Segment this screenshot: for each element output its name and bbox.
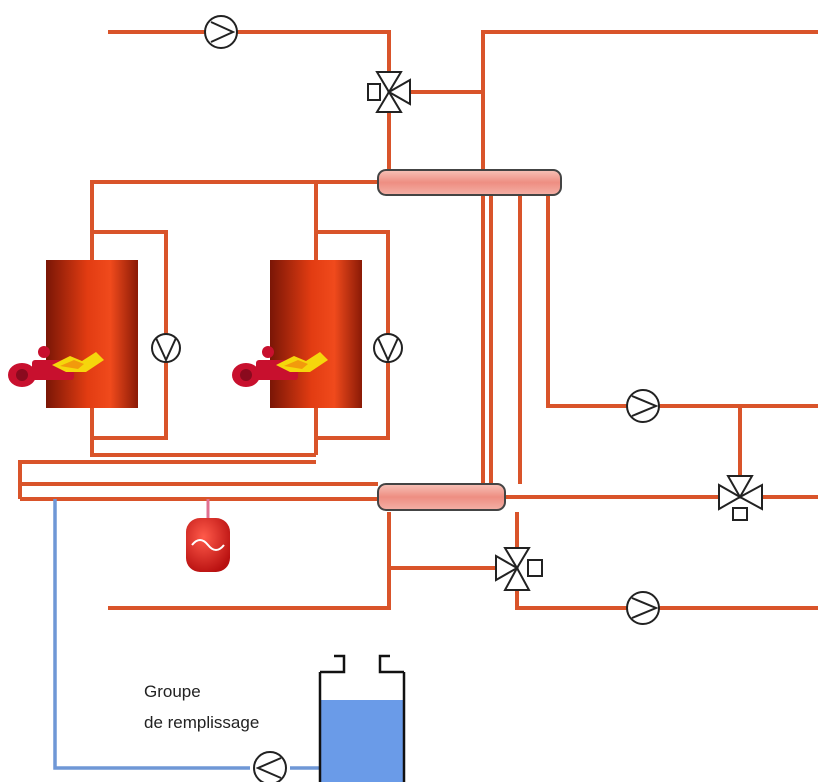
expansion-vessel [186,518,230,572]
pump-icon [373,333,403,363]
fill-group-label-line2: de remplissage [144,713,260,732]
three-way-valve-icon [718,475,763,521]
pump-icon [626,591,660,625]
fill-group-label-line1: Groupe [144,682,201,701]
burner-icon [232,346,328,387]
filling-pipe [53,499,322,770]
lower-header [377,483,506,511]
three-way-valve-icon [495,547,543,591]
upper-header [377,169,562,196]
hot-water-pipes [18,30,818,610]
pump-icon [253,751,287,782]
boiler-2 [232,260,362,408]
pump-icon [151,333,181,363]
fill-tank [318,654,406,782]
boiler-1 [8,260,138,408]
burner-icon [8,346,104,387]
pump-icon [626,389,660,423]
three-way-valve-icon [367,71,411,113]
pump-icon [204,15,238,49]
